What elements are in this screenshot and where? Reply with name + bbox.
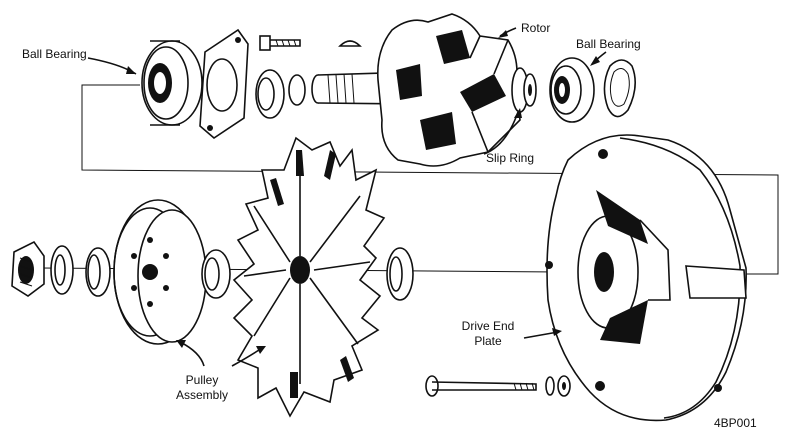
drive-end-plate — [545, 134, 747, 422]
bolt-nut — [557, 375, 571, 397]
label-drive-end: Drive End — [462, 319, 515, 333]
label-slip-ring: Slip Ring — [486, 151, 534, 165]
label-ball-bearing-left: Ball Bearing — [22, 47, 87, 61]
retainer-screw — [259, 35, 301, 51]
label-rotor: Rotor — [521, 21, 550, 35]
pulley-spacer — [85, 247, 111, 297]
slip-ring — [511, 67, 537, 113]
bearing-collar — [255, 69, 285, 119]
pulley — [113, 199, 207, 345]
lock-washer — [50, 245, 74, 295]
left-ball-bearing — [141, 40, 203, 126]
woodruff-key — [338, 40, 362, 47]
snap-ring-left — [288, 74, 306, 106]
fan-spacer — [201, 249, 231, 299]
label-ball-bearing-right: Ball Bearing — [576, 37, 641, 51]
label-pulley: Pulley — [186, 373, 219, 387]
through-bolt — [425, 375, 537, 397]
figure-code: 4BP001 — [714, 416, 757, 430]
pulley-nut — [11, 240, 45, 297]
cooling-fan — [232, 136, 386, 418]
front-collar — [386, 247, 414, 301]
right-ball-bearing — [549, 57, 595, 123]
bolt-lock-washer — [545, 376, 555, 396]
bearing-retainer-plate — [199, 28, 249, 140]
label-assembly: Assembly — [176, 388, 228, 402]
leader-lines — [87, 27, 607, 367]
rotor — [376, 13, 521, 167]
label-plate: Plate — [474, 334, 502, 348]
upper-assembly-centerline — [81, 84, 779, 275]
